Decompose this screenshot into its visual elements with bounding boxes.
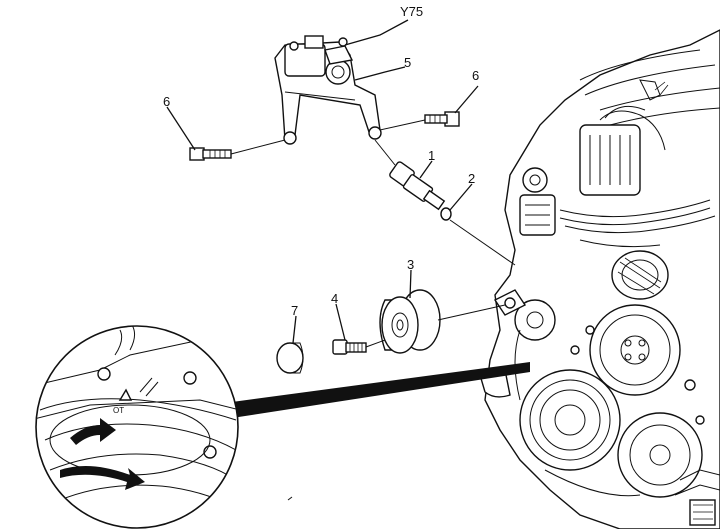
detail-magnifier [35, 325, 239, 529]
alignment-lines [230, 119, 516, 348]
bolt-6-right [424, 111, 460, 127]
valve-y75 [284, 35, 354, 85]
callout-3: 3 [407, 257, 414, 272]
sensor-1 [389, 161, 446, 211]
callout-y75: Y75 [400, 4, 423, 19]
idler-pulley-3 [379, 289, 441, 354]
callout-4: 4 [331, 291, 338, 306]
callout-leaders [166, 19, 479, 344]
callout-6-right: 6 [472, 68, 479, 83]
cap-7 [276, 342, 304, 374]
callout-6-left: 6 [163, 94, 170, 109]
timing-mark-label: OT [113, 406, 124, 415]
engine-block [479, 29, 720, 529]
magnifier-connector [232, 362, 530, 418]
artifact-mark [287, 496, 293, 501]
callout-1: 1 [428, 148, 435, 163]
bolt-4 [332, 339, 367, 355]
callout-2: 2 [468, 171, 475, 186]
callout-7: 7 [291, 303, 298, 318]
callout-5: 5 [404, 55, 411, 70]
bolt-6-left [189, 147, 232, 161]
washer-2 [440, 207, 452, 221]
